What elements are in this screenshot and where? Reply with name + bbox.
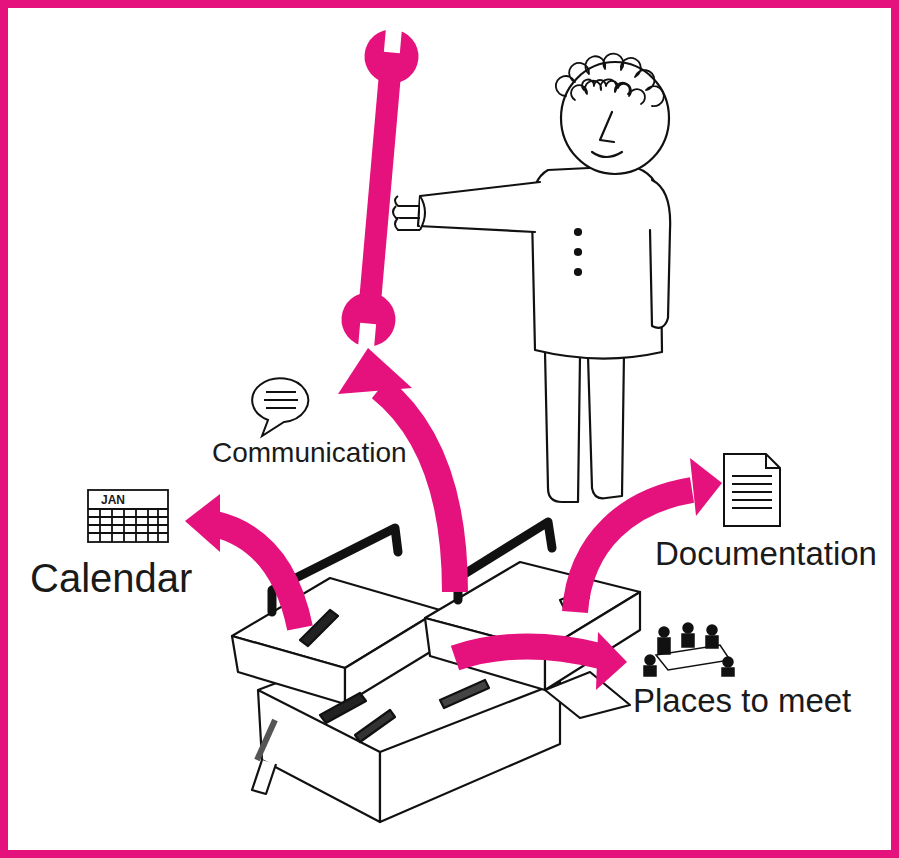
drawing-part xyxy=(252,378,308,436)
drawing-part xyxy=(135,509,137,542)
drawing-part xyxy=(232,636,345,704)
drawing-part xyxy=(545,352,580,502)
drawing-part xyxy=(355,710,395,742)
toolbox-handles xyxy=(272,522,552,612)
speech-bubble-icon xyxy=(252,378,308,436)
drawing-part xyxy=(588,352,624,498)
drawing-part xyxy=(440,680,489,708)
drawing-part xyxy=(147,509,149,542)
tool-label: Places to meet xyxy=(633,683,851,719)
document-icon xyxy=(724,454,780,526)
drawing-part xyxy=(359,69,401,306)
drawing-part xyxy=(732,499,772,501)
drawing-part xyxy=(707,625,717,635)
drawing-part xyxy=(556,54,664,107)
drawing-part xyxy=(532,166,662,359)
calendar-month: JAN xyxy=(101,494,125,507)
drawing-part xyxy=(561,62,669,174)
drawing-part xyxy=(723,657,733,667)
drawing-part xyxy=(724,454,780,526)
drawing-part xyxy=(111,509,113,542)
drawing-part xyxy=(420,196,425,230)
drawing-part xyxy=(320,693,366,723)
drawing-part xyxy=(395,218,420,230)
drawing-part xyxy=(659,627,669,637)
drawing-part xyxy=(722,668,734,676)
drawing-part xyxy=(257,720,275,760)
drawing-part xyxy=(682,634,694,647)
drawing-part xyxy=(266,391,296,393)
calendar-icon xyxy=(88,490,168,542)
drawing-part xyxy=(732,491,772,493)
drawing-part xyxy=(88,490,168,542)
tool-label: Communication xyxy=(212,438,407,469)
drawing-part xyxy=(600,112,614,142)
drawing-part xyxy=(732,483,772,485)
drawing-part xyxy=(690,458,722,516)
drawing-part xyxy=(264,399,298,401)
wrench xyxy=(339,24,421,351)
drawing-part xyxy=(575,249,581,255)
drawing-part xyxy=(395,196,420,206)
drawing-part xyxy=(683,623,693,633)
drawing-part xyxy=(258,690,380,822)
meeting-icon xyxy=(644,623,734,676)
hand xyxy=(393,196,425,230)
drawing-part xyxy=(732,507,772,509)
drawing-part xyxy=(575,229,581,235)
drawing-part xyxy=(575,269,581,275)
drawing-part xyxy=(358,323,376,350)
drawing-part xyxy=(338,348,412,394)
drawing-part xyxy=(766,454,780,468)
drawing-part xyxy=(650,180,670,328)
drawing-part xyxy=(455,646,600,658)
drawing-part xyxy=(545,672,630,718)
arrows xyxy=(185,348,722,690)
drawing-part xyxy=(658,638,670,654)
drawing-part xyxy=(123,509,125,542)
tool-label: Documentation xyxy=(655,536,877,572)
drawing-part xyxy=(644,666,656,676)
drawing-part xyxy=(393,206,420,218)
drawing-part xyxy=(418,182,540,232)
drawing-part xyxy=(596,632,627,690)
drawing-part xyxy=(252,760,276,794)
drawing-part xyxy=(380,682,560,822)
drawing-part xyxy=(592,152,622,157)
drawing-part xyxy=(732,475,772,477)
drawing-part xyxy=(266,407,296,409)
drawing-part xyxy=(99,509,101,542)
drawing-part xyxy=(215,524,300,628)
drawing-part xyxy=(380,388,455,592)
drawing-part xyxy=(645,655,655,665)
drawing-part xyxy=(458,522,552,600)
drawing-part xyxy=(157,509,159,542)
drawing-part xyxy=(384,26,402,53)
frame xyxy=(4,4,895,854)
person xyxy=(418,54,670,502)
tool-label: Calendar xyxy=(30,556,192,600)
drawing-part xyxy=(185,494,220,552)
drawing-part xyxy=(706,636,718,648)
